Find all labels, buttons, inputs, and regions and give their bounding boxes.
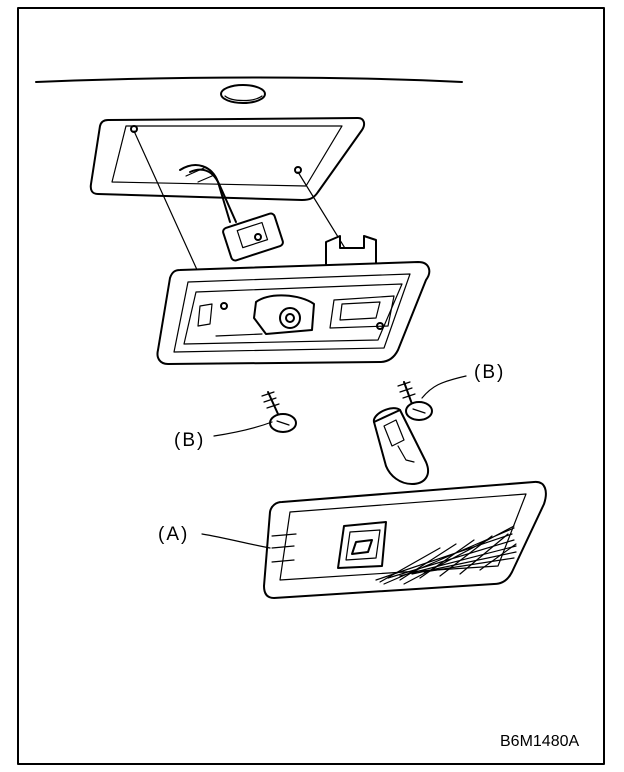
light-housing (156, 235, 431, 365)
lens-grid-pattern (375, 525, 517, 585)
diagram-border (17, 7, 605, 765)
figure-code: B6M1480A (500, 733, 579, 750)
label-screw-left: (B) (174, 430, 205, 451)
harness-connector (222, 212, 284, 262)
headliner-opening (89, 117, 366, 201)
label-lens: (A) (158, 524, 189, 545)
screw-left (261, 391, 297, 433)
wire-harness (179, 164, 284, 262)
leader-line-lens (201, 533, 271, 549)
roof-panel (35, 76, 463, 104)
label-screw-right: (B) (474, 362, 505, 383)
screw-right (397, 381, 433, 421)
bulb (372, 407, 430, 485)
leader-line-right-screw (421, 375, 467, 399)
lens-cover (263, 480, 547, 599)
leader-line-left-screw (213, 421, 273, 437)
